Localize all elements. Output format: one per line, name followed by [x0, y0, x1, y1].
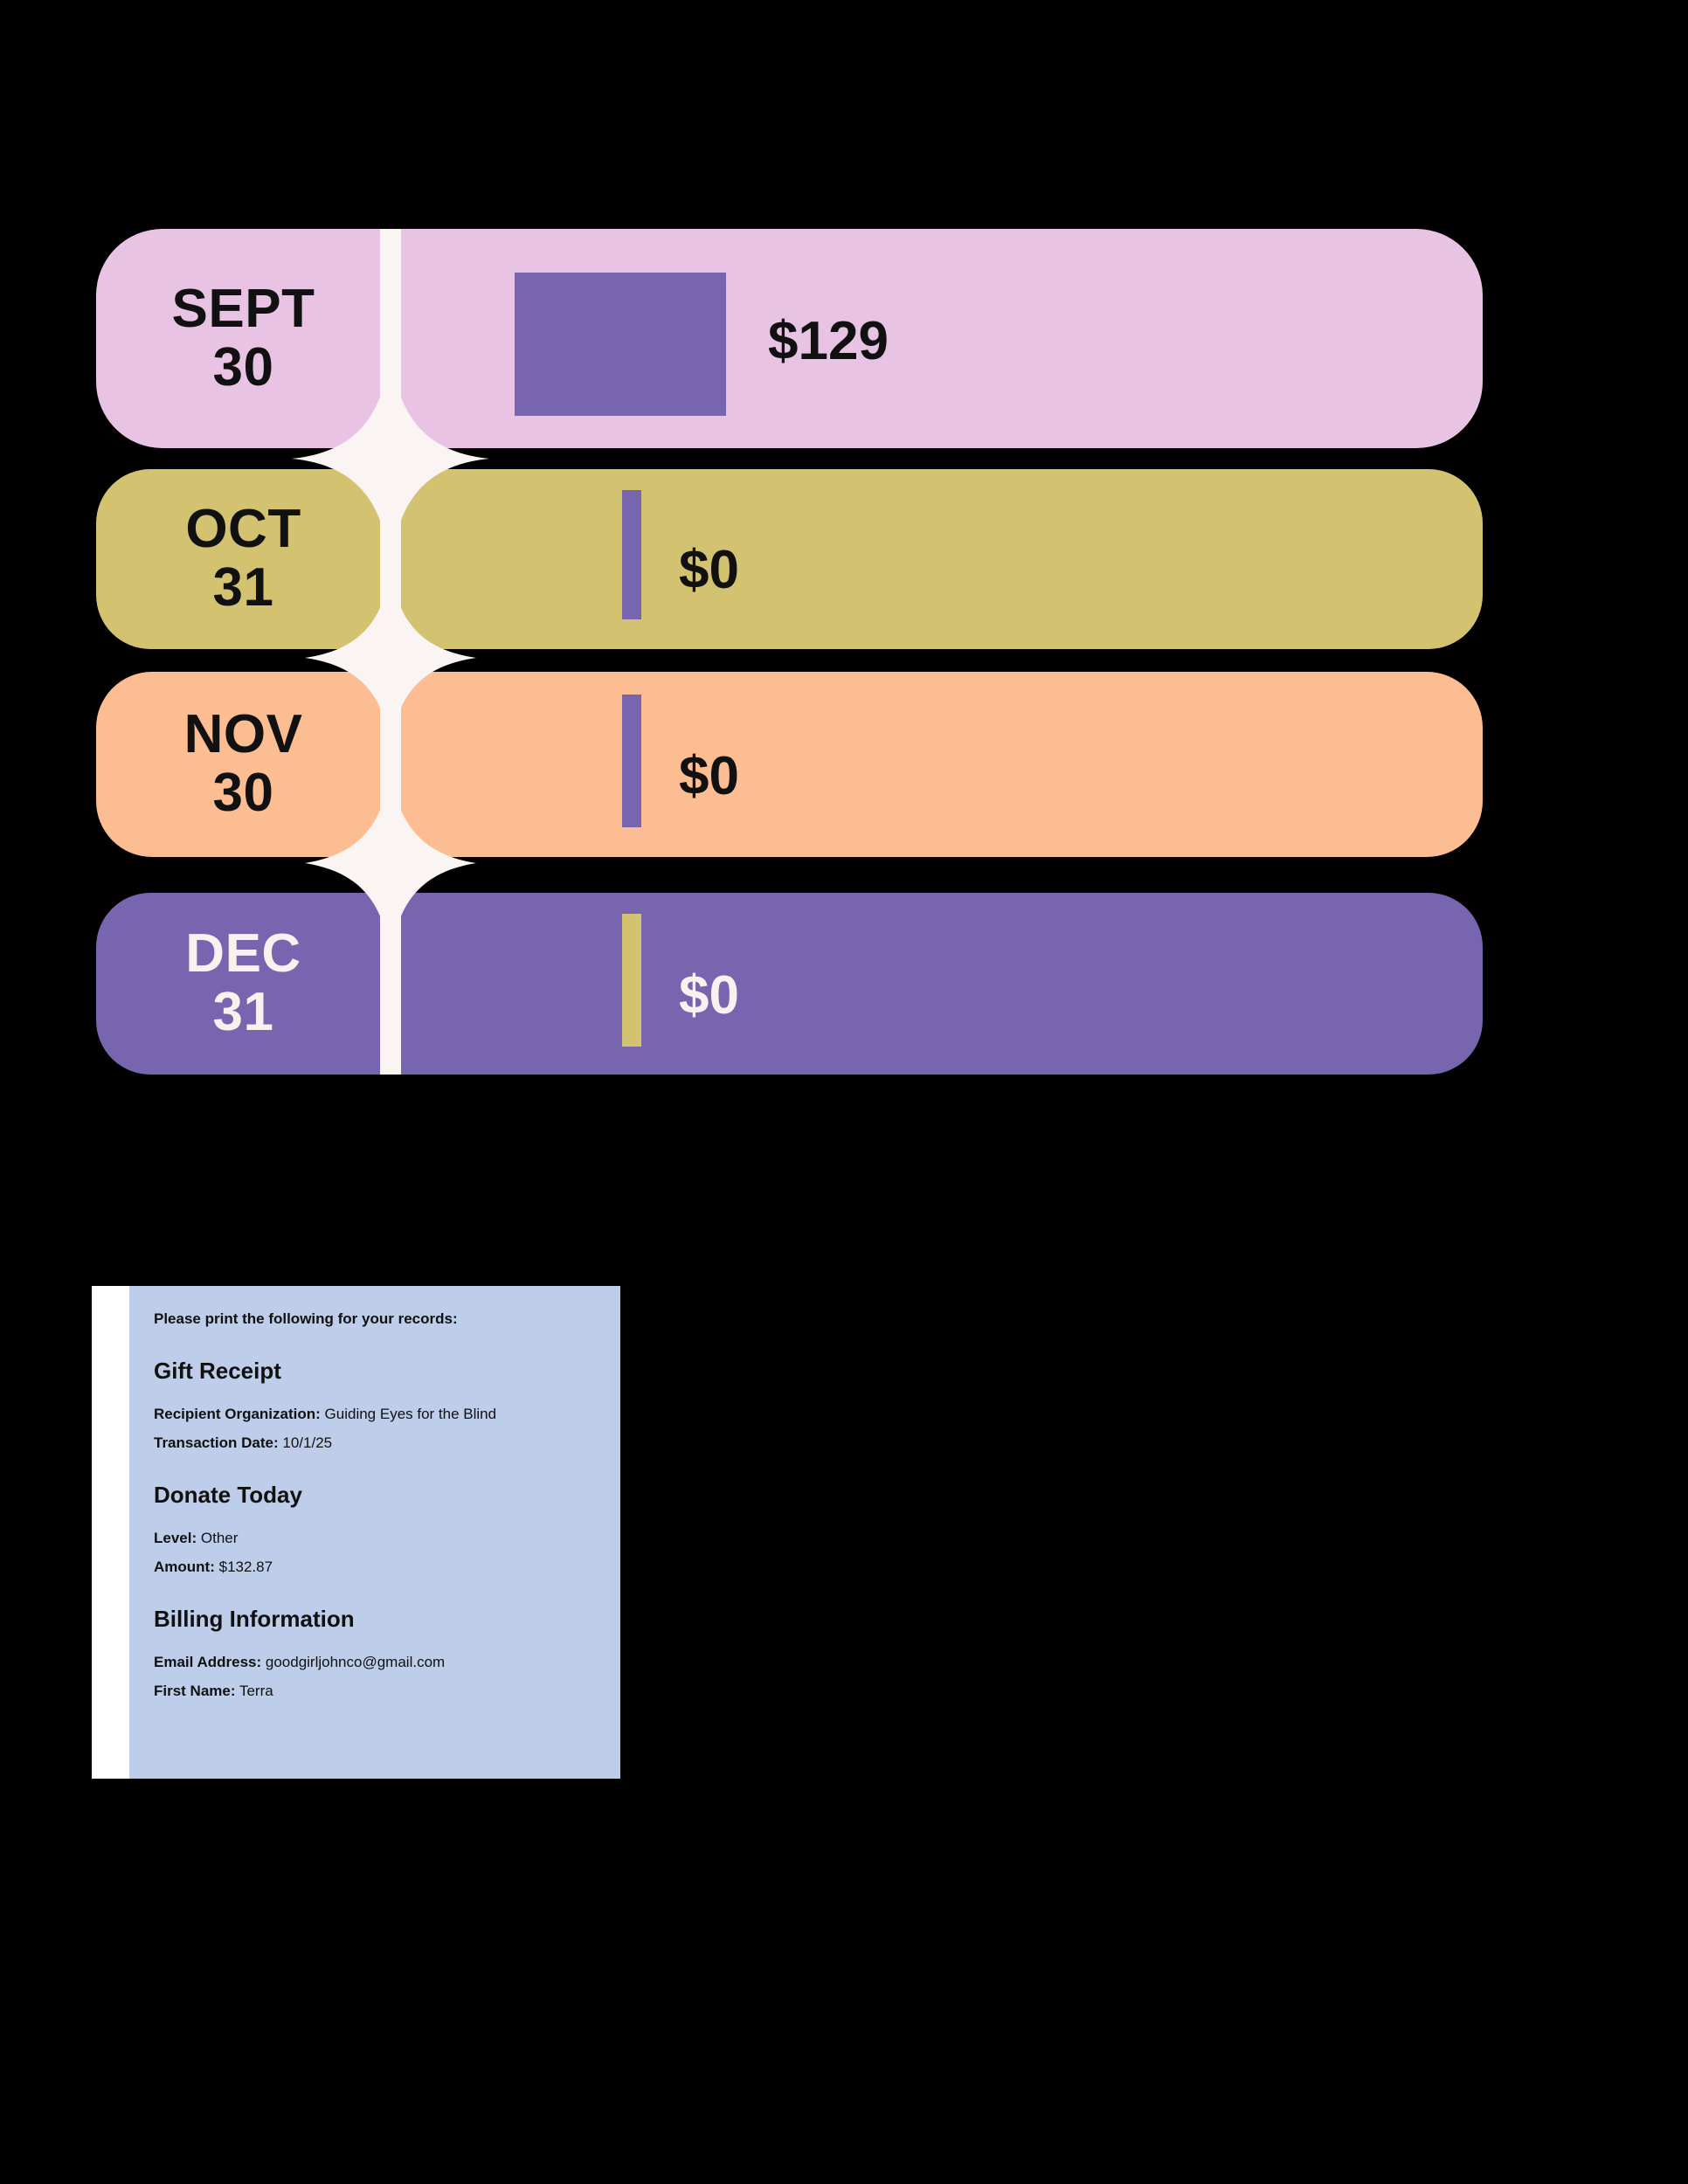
timeline-row-nov-month: NOV [183, 704, 303, 765]
receipt-billing-heading: Billing Information [154, 1606, 355, 1632]
receipt-recipient-label: Recipient Organization: [154, 1406, 321, 1422]
receipt-transaction-row: Transaction Date: 10/1/25 [154, 1434, 620, 1452]
timeline-row-oct-amount: $0 [679, 540, 739, 600]
receipt-firstname-row: First Name: Terra [154, 1683, 620, 1700]
timeline-row-sept-month: SEPT [171, 278, 315, 339]
timeline-row-dec-day: 31 [212, 982, 274, 1042]
gift-receipt-content: Please print the following for your reco… [129, 1286, 620, 1779]
timeline-row-sept-bar [515, 273, 726, 416]
receipt-amount-label: Amount: [154, 1559, 215, 1575]
timeline-row-sept[interactable]: SEPT 30 $129 [96, 229, 1483, 448]
timeline-row-nov-day: 30 [212, 763, 274, 823]
receipt-donate-heading: Donate Today [154, 1482, 302, 1508]
timeline-row-nov-plot: $0 [391, 672, 1483, 857]
receipt-email-label: Email Address: [154, 1654, 262, 1670]
timeline-row-nov[interactable]: NOV 30 $0 [96, 672, 1483, 857]
timeline-row-nov-date: NOV 30 [96, 672, 391, 857]
receipt-amount-row: Amount: $132.87 [154, 1559, 620, 1576]
timeline-row-oct[interactable]: OCT 31 $0 [96, 469, 1483, 649]
timeline-row-dec[interactable]: DEC 31 $0 [96, 893, 1483, 1075]
timeline-row-oct-month: OCT [185, 499, 301, 560]
receipt-level-value: Other [200, 1530, 239, 1546]
receipt-email-value: goodgirljohnco@gmail.com [265, 1654, 446, 1670]
timeline-row-sept-plot: $129 [391, 229, 1483, 448]
donation-timeline-chart: SEPT 30 $129 OCT 31 $0 NOV 30 $0 DE [96, 229, 1483, 1075]
receipt-recipient-row: Recipient Organization: Guiding Eyes for… [154, 1406, 620, 1423]
timeline-row-dec-date: DEC 31 [96, 893, 391, 1075]
timeline-row-oct-date: OCT 31 [96, 469, 391, 649]
timeline-row-nov-amount: $0 [679, 746, 739, 806]
receipt-recipient-value: Guiding Eyes for the Blind [324, 1406, 497, 1422]
receipt-firstname-value: Terra [239, 1683, 273, 1699]
timeline-row-oct-bar [622, 490, 641, 619]
timeline-row-oct-plot: $0 [391, 469, 1483, 649]
receipt-transaction-label: Transaction Date: [154, 1434, 279, 1451]
timeline-row-nov-bar [622, 695, 641, 827]
timeline-row-sept-day: 30 [212, 336, 274, 397]
timeline-row-dec-amount: $0 [679, 965, 739, 1026]
gift-receipt-panel: Please print the following for your reco… [92, 1286, 620, 1779]
timeline-row-dec-month: DEC [185, 923, 301, 985]
timeline-row-sept-date: SEPT 30 [96, 229, 391, 448]
receipt-firstname-label: First Name: [154, 1683, 236, 1699]
receipt-level-row: Level: Other [154, 1530, 620, 1547]
receipt-email-row: Email Address: goodgirljohnco@gmail.com [154, 1654, 620, 1671]
timeline-row-dec-plot: $0 [391, 893, 1483, 1075]
receipt-transaction-value: 10/1/25 [282, 1434, 333, 1451]
timeline-row-sept-amount: $129 [768, 311, 889, 371]
receipt-intro: Please print the following for your reco… [154, 1310, 458, 1327]
receipt-gift-heading: Gift Receipt [154, 1358, 281, 1384]
receipt-amount-value: $132.87 [218, 1559, 273, 1575]
receipt-level-label: Level: [154, 1530, 197, 1546]
timeline-row-oct-day: 31 [212, 557, 274, 618]
timeline-row-dec-bar [622, 914, 641, 1047]
